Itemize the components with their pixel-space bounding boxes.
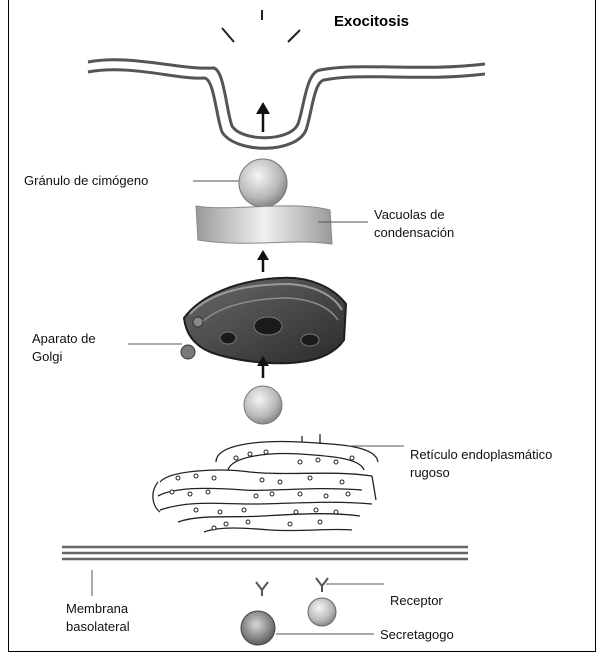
apical-membrane	[88, 60, 485, 149]
receptor-icon	[256, 578, 328, 596]
arrow-up-icon	[257, 250, 269, 272]
transport-vesicle	[244, 386, 282, 424]
basolateral-membrane	[62, 547, 468, 559]
zymogen-granule	[239, 159, 287, 207]
secretagogue	[241, 611, 275, 645]
burst-lines	[222, 10, 300, 42]
label-aparato-golgi: Aparato de Golgi	[32, 330, 96, 366]
diagram-title: Exocitosis	[334, 13, 409, 30]
arrow-up-icon	[256, 102, 270, 132]
condensation-vacuole	[196, 206, 332, 244]
label-receptor: Receptor	[390, 592, 443, 610]
label-membrana-basolateral: Membrana basolateral	[66, 600, 130, 636]
label-granulo-cimogeno: Gránulo de cimógeno	[24, 172, 148, 190]
label-vacuolas-condensacion: Vacuolas de condensación	[374, 206, 454, 242]
label-reticulo-endoplasmatico: Retículo endoplasmático rugoso	[410, 446, 552, 482]
golgi-apparatus	[181, 278, 346, 363]
label-secretagogo: Secretagogo	[380, 626, 454, 644]
secretagogue-ligand	[308, 598, 336, 626]
